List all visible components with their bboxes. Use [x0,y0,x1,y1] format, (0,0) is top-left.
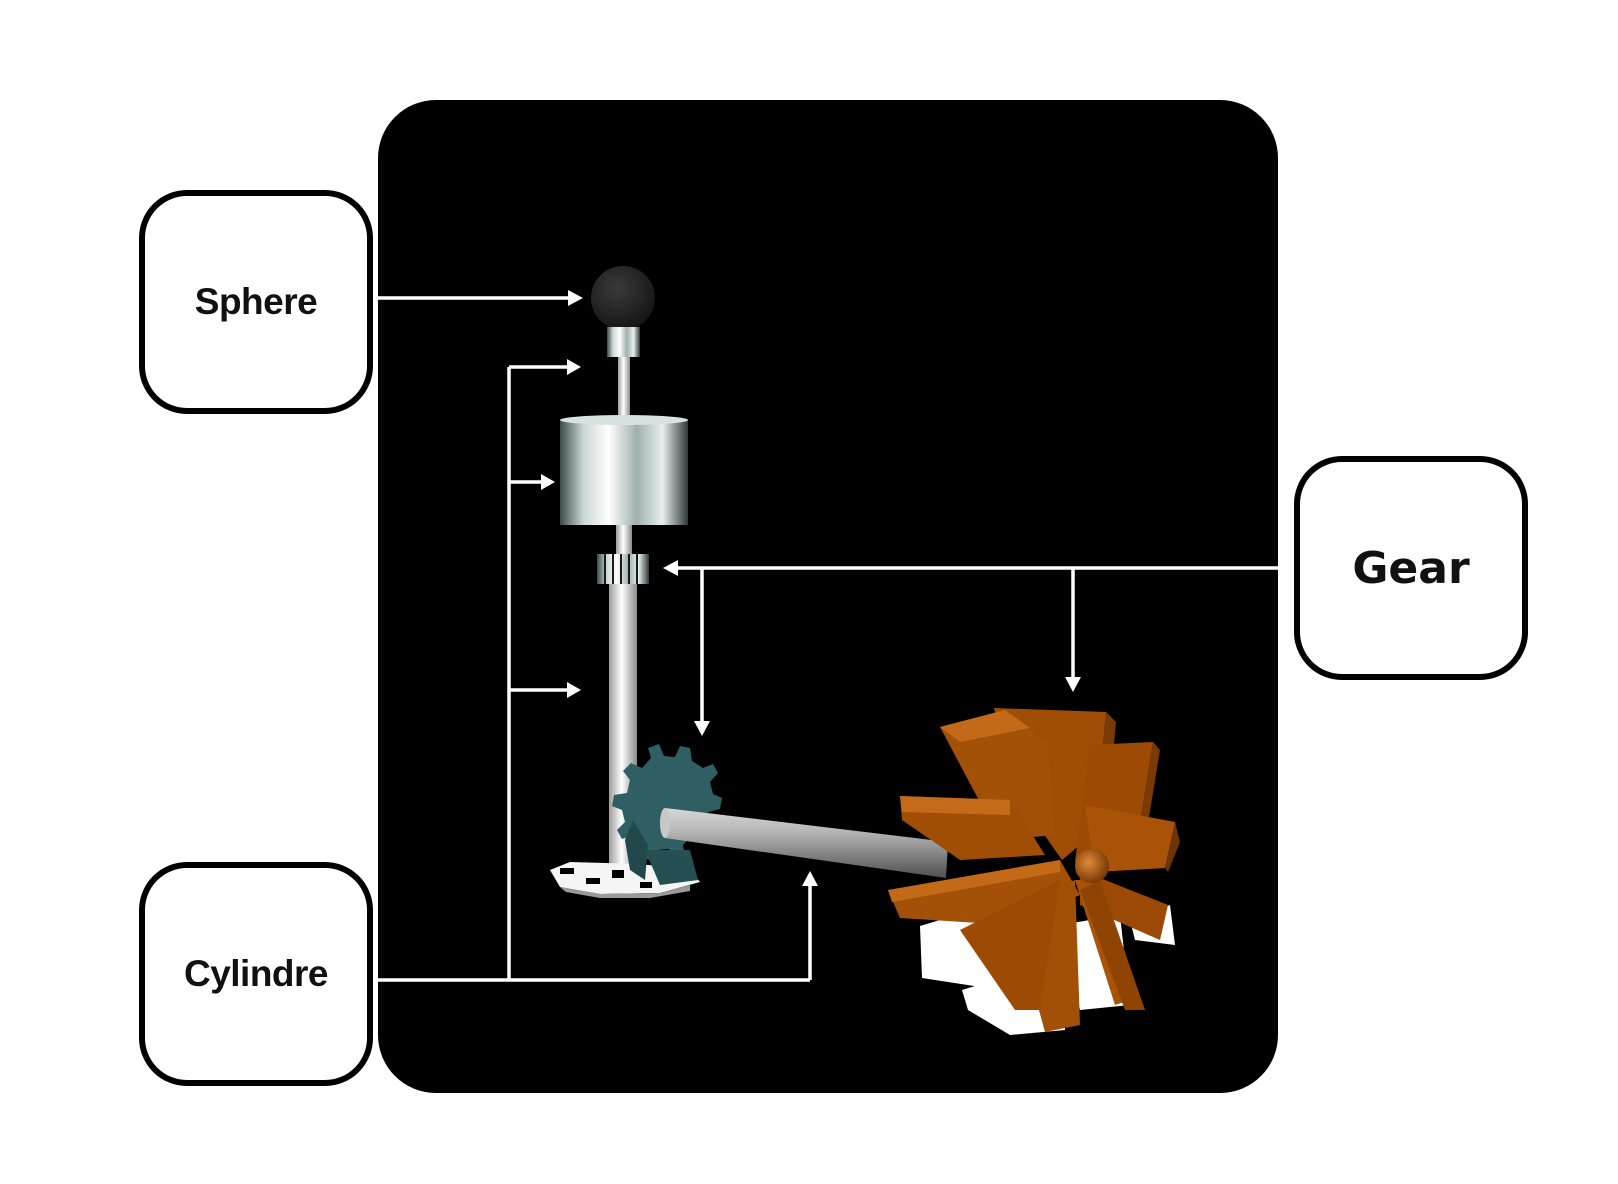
horizontal-shaft [660,808,948,878]
cylinder-shape [560,415,688,525]
gear-label-box: Gear [1294,456,1528,680]
sphere-label: Sphere [194,281,318,322]
cylindre-label-box: Cylindre [139,862,373,1086]
sphere-shape [591,266,655,330]
upper-small-gear [597,525,649,584]
cylindre-connectors [376,359,818,982]
gear-connectors [663,560,1280,736]
cylindre-label: Cylindre [183,953,329,994]
top-collar [607,327,640,415]
sphere-connector [376,290,583,306]
scene-panel [378,100,1278,1093]
gear-label: Gear [1352,542,1470,594]
sphere-label-box: Sphere [139,190,373,414]
gear-shape [888,708,1180,1035]
